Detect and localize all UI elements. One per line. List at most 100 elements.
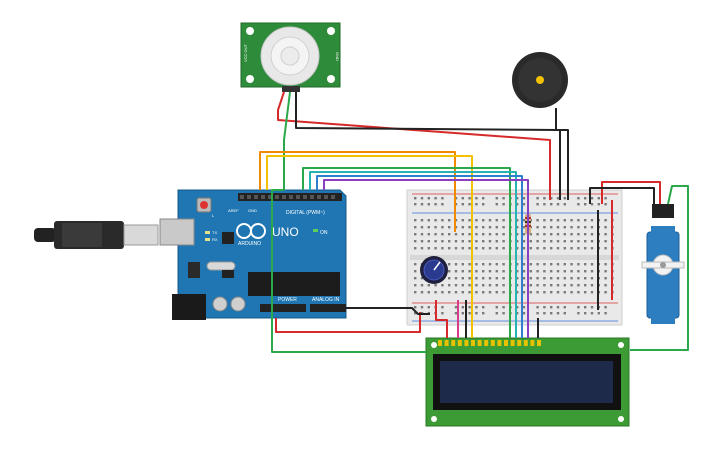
breadboard-hole[interactable]: [441, 197, 444, 200]
breadboard-hole[interactable]: [584, 306, 587, 309]
breadboard-hole[interactable]: [516, 277, 519, 280]
wire-buzzer-black[interactable]: [555, 108, 569, 200]
breadboard-hole[interactable]: [448, 247, 451, 250]
breadboard-hole[interactable]: [577, 233, 580, 236]
breadboard-hole[interactable]: [556, 263, 560, 266]
breadboard-hole[interactable]: [522, 233, 526, 236]
breadboard-hole[interactable]: [604, 247, 607, 250]
breadboard-hole[interactable]: [502, 306, 505, 309]
breadboard-hole[interactable]: [570, 240, 573, 243]
breadboard-hole[interactable]: [502, 291, 505, 294]
breadboard-hole[interactable]: [604, 291, 607, 294]
breadboard-hole[interactable]: [584, 247, 587, 250]
wire-pir-out-green[interactable]: [283, 91, 291, 190]
breadboard-hole[interactable]: [570, 226, 573, 229]
breadboard-hole[interactable]: [414, 240, 417, 243]
breadboard-hole[interactable]: [590, 197, 594, 200]
breadboard-hole[interactable]: [454, 240, 458, 243]
lcd-pin[interactable]: [477, 340, 482, 346]
breadboard-hole[interactable]: [522, 263, 526, 266]
breadboard-hole[interactable]: [482, 233, 485, 236]
wire-arduino-5v-red[interactable]: [275, 312, 421, 333]
breadboard-hole[interactable]: [414, 291, 417, 294]
lcd-pin[interactable]: [457, 340, 462, 346]
breadboard-hole[interactable]: [454, 247, 458, 250]
breadboard-hole[interactable]: [488, 291, 492, 294]
breadboard-hole[interactable]: [420, 306, 424, 309]
breadboard-hole[interactable]: [522, 240, 526, 243]
breadboard-hole[interactable]: [475, 277, 478, 280]
breadboard-hole[interactable]: [570, 270, 573, 273]
breadboard-hole[interactable]: [590, 270, 594, 273]
breadboard-hole[interactable]: [468, 284, 471, 287]
breadboard-hole[interactable]: [482, 270, 485, 273]
potentiometer[interactable]: [420, 256, 448, 284]
breadboard-hole[interactable]: [468, 277, 471, 280]
breadboard-hole[interactable]: [590, 284, 594, 287]
breadboard-hole[interactable]: [482, 312, 485, 315]
breadboard-hole[interactable]: [590, 219, 594, 222]
breadboard-hole[interactable]: [584, 277, 587, 280]
breadboard-hole[interactable]: [556, 277, 560, 280]
breadboard-hole[interactable]: [550, 312, 553, 315]
breadboard-hole[interactable]: [550, 233, 553, 236]
breadboard-hole[interactable]: [556, 233, 560, 236]
breadboard-hole[interactable]: [502, 284, 505, 287]
breadboard-hole[interactable]: [434, 233, 437, 236]
breadboard-hole[interactable]: [475, 312, 478, 315]
breadboard-hole[interactable]: [536, 312, 539, 315]
breadboard-hole[interactable]: [488, 219, 492, 222]
breadboard-hole[interactable]: [441, 312, 444, 315]
breadboard-hole[interactable]: [468, 219, 471, 222]
breadboard-hole[interactable]: [495, 203, 498, 206]
breadboard-hole[interactable]: [516, 203, 519, 206]
lcd-pin[interactable]: [438, 340, 442, 346]
breadboard-hole[interactable]: [570, 219, 573, 222]
breadboard-hole[interactable]: [563, 263, 566, 266]
breadboard-hole[interactable]: [563, 240, 566, 243]
breadboard-hole[interactable]: [495, 226, 498, 229]
breadboard-hole[interactable]: [556, 291, 560, 294]
breadboard-hole[interactable]: [543, 197, 546, 200]
breadboard-hole[interactable]: [584, 291, 587, 294]
breadboard-hole[interactable]: [434, 226, 437, 229]
breadboard-hole[interactable]: [522, 203, 526, 206]
breadboard-hole[interactable]: [584, 270, 587, 273]
breadboard-hole[interactable]: [461, 197, 464, 200]
breadboard-hole[interactable]: [414, 203, 417, 206]
breadboard-hole[interactable]: [604, 219, 607, 222]
breadboard-hole[interactable]: [454, 306, 458, 309]
breadboard-hole[interactable]: [543, 226, 546, 229]
breadboard-hole[interactable]: [502, 312, 505, 315]
breadboard-hole[interactable]: [536, 226, 539, 229]
breadboard-hole[interactable]: [475, 240, 478, 243]
breadboard-hole[interactable]: [543, 203, 546, 206]
breadboard-hole[interactable]: [414, 306, 417, 309]
breadboard-hole[interactable]: [577, 219, 580, 222]
breadboard-hole[interactable]: [577, 197, 580, 200]
breadboard-hole[interactable]: [488, 226, 492, 229]
breadboard-hole[interactable]: [495, 284, 498, 287]
breadboard-hole[interactable]: [597, 203, 600, 206]
breadboard-hole[interactable]: [420, 233, 424, 236]
breadboard-hole[interactable]: [434, 203, 437, 206]
breadboard-hole[interactable]: [590, 263, 594, 266]
breadboard-hole[interactable]: [468, 312, 471, 315]
breadboard-hole[interactable]: [420, 219, 424, 222]
breadboard-hole[interactable]: [529, 291, 532, 294]
breadboard-hole[interactable]: [529, 247, 532, 250]
breadboard-hole[interactable]: [550, 197, 553, 200]
breadboard-hole[interactable]: [590, 291, 594, 294]
breadboard-hole[interactable]: [570, 233, 573, 236]
breadboard-hole[interactable]: [604, 312, 607, 315]
breadboard-hole[interactable]: [522, 291, 526, 294]
breadboard-hole[interactable]: [475, 306, 478, 309]
breadboard-hole[interactable]: [434, 240, 437, 243]
breadboard-hole[interactable]: [550, 306, 553, 309]
breadboard-hole[interactable]: [563, 277, 566, 280]
breadboard-hole[interactable]: [556, 197, 560, 200]
breadboard-hole[interactable]: [543, 291, 546, 294]
breadboard-hole[interactable]: [461, 233, 464, 236]
breadboard-hole[interactable]: [590, 203, 594, 206]
breadboard-hole[interactable]: [488, 270, 492, 273]
